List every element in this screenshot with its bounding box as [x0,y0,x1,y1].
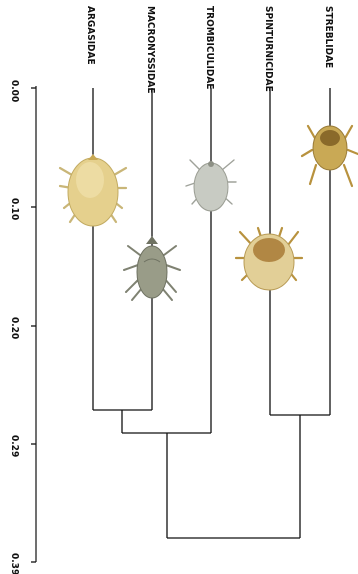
axis-tick-label: 0.29 [9,435,20,457]
taxon-label-streblidae: STREBLIDAE [323,6,334,68]
taxon-label-trombiculidae: TROMBICULIDAE [204,6,215,89]
depth-axis-ticks [31,88,36,562]
taxon-label-spinturnicidae: SPINTURNICIDAE [263,6,274,92]
depth-axis-labels: 0.00 0.10 0.20 0.29 0.39 [9,80,20,574]
axis-tick-label: 0.00 [9,80,20,102]
bat-mite-icon [236,228,302,290]
axis-tick-label: 0.10 [9,198,20,220]
taxon-label-macronyssidae: MACRONYSSIDAE [145,6,156,94]
taxon-labels: ARGASIDAE MACRONYSSIDAE TROMBICULIDAE SP… [85,6,334,94]
taxon-label-argasidae: ARGASIDAE [85,6,96,65]
mite-macronyssid-icon [124,236,180,300]
axis-tick-label: 0.39 [9,553,20,574]
tree-branches [93,88,330,538]
chigger-mite-icon [186,160,236,211]
axis-tick-label: 0.20 [9,317,20,339]
tick-argasid-icon [60,154,126,226]
